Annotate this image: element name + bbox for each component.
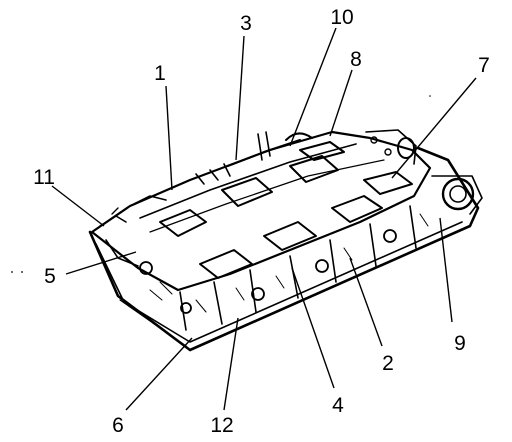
bolt-boss-3 (315, 259, 329, 273)
leader-12 (223, 317, 239, 411)
callout-7: 7 (478, 54, 490, 77)
leader-2 (349, 257, 383, 347)
throttle-bore-outer (441, 177, 475, 211)
scan-specks (11, 95, 431, 273)
bolt-boss-5 (180, 302, 192, 314)
rear-fitting (365, 129, 417, 165)
plenum-ridge-lower (149, 159, 385, 233)
throttle-flange (431, 175, 483, 215)
leader-9 (439, 217, 453, 323)
callout-labels: 1 2 3 4 5 6 7 8 9 10 11 12 (33, 6, 490, 437)
lower-port-1 (199, 249, 253, 279)
upper-port-2 (221, 177, 273, 207)
leader-10 (289, 27, 337, 147)
callout-5: 5 (44, 265, 56, 288)
leader-8 (329, 69, 353, 137)
leader-lines (51, 27, 477, 411)
leader-1 (165, 85, 173, 191)
leader-11 (51, 185, 105, 227)
leader-6 (125, 337, 193, 411)
manifold-base-edge-inner (119, 299, 187, 347)
plenum-ridge (139, 143, 357, 219)
leader-3 (235, 35, 245, 161)
bolt-boss-4 (383, 229, 397, 243)
lower-port-2 (263, 221, 317, 251)
bolt-boss-1 (139, 261, 153, 275)
callout-8: 8 (350, 48, 362, 71)
manifold-drawing (88, 129, 483, 352)
leader-7 (391, 77, 477, 179)
manifold-base-flange (88, 146, 480, 352)
callout-12: 12 (210, 414, 233, 437)
front-face-shading (149, 213, 429, 313)
callout-1: 1 (154, 62, 166, 85)
upper-port-1 (159, 209, 207, 237)
leader-5 (65, 251, 137, 275)
lower-port-row (199, 171, 413, 279)
manifold-base-edge (95, 221, 463, 343)
callout-2: 2 (382, 352, 394, 375)
callout-4: 4 (332, 394, 344, 417)
leader-4 (291, 267, 335, 389)
upper-port-4 (299, 141, 345, 161)
lower-port-4 (363, 171, 413, 195)
upper-port-3 (289, 155, 339, 183)
callout-9: 9 (454, 332, 466, 355)
callout-11: 11 (33, 166, 55, 189)
callout-10: 10 (330, 6, 353, 29)
bolt-boss-2 (251, 287, 265, 301)
upper-port-row (159, 141, 345, 237)
callout-3: 3 (240, 12, 252, 35)
manifold-top-deck (90, 130, 432, 292)
throttle-bore-inner (449, 185, 467, 203)
runner-walls (179, 205, 417, 331)
rear-hardware (133, 131, 313, 205)
flange-bolt-bosses (139, 229, 397, 314)
callout-6: 6 (112, 414, 124, 437)
lower-port-3 (331, 195, 383, 223)
